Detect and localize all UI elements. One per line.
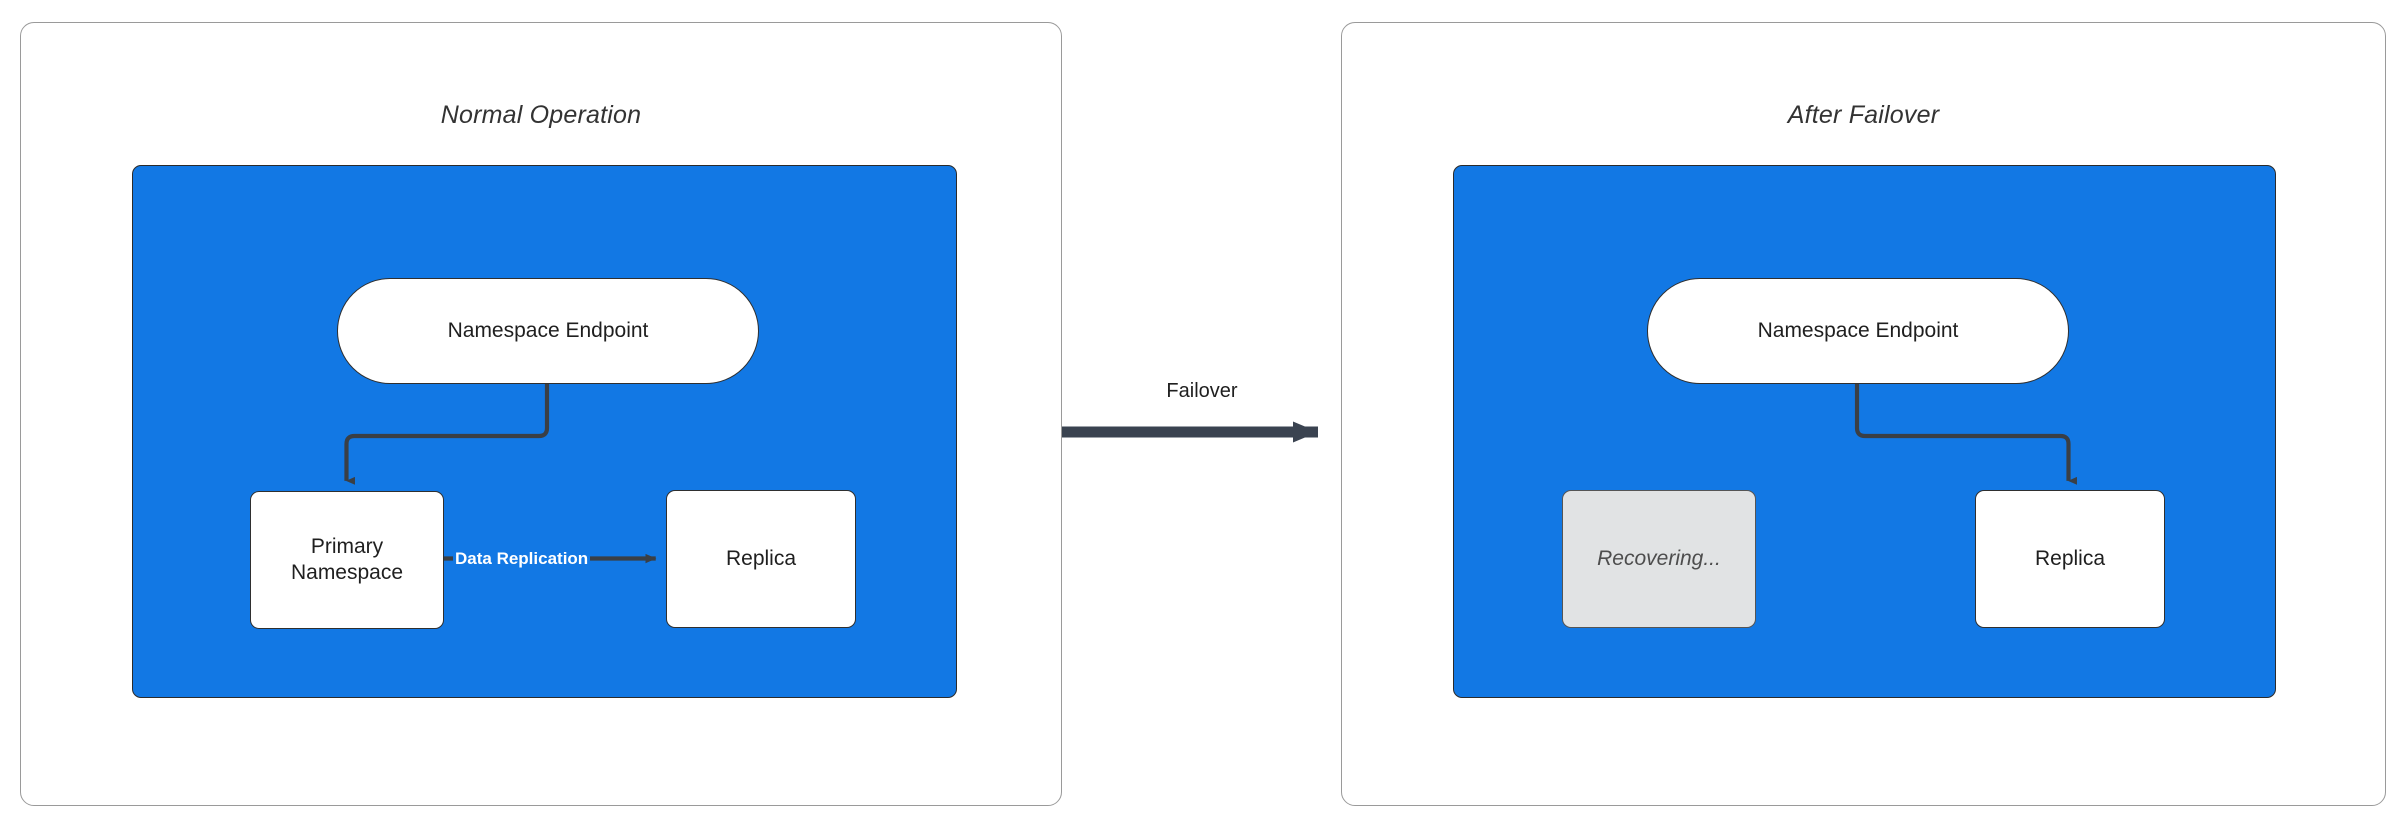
blue-region-after-failover: Namespace Endpoint Recovering... Replica [1453, 165, 2276, 698]
node-replica-right[interactable]: Replica [1975, 490, 2165, 628]
node-replica-left[interactable]: Replica [666, 490, 856, 628]
edge-endpoint-to-primary [344, 383, 550, 485]
edge-label-data-replication: Data Replication [453, 549, 591, 569]
node-label: Namespace Endpoint [1757, 319, 1959, 343]
node-label: Replica [725, 547, 797, 571]
panel-normal-operation: Normal Operation Namespace Endpoint [20, 22, 1062, 806]
node-label: Recovering... [1597, 547, 1721, 571]
failover-label: Failover [1166, 380, 1238, 402]
failover-transition: Failover [1062, 380, 1342, 500]
node-label: Primary Namespace [291, 534, 403, 585]
node-namespace-endpoint-left[interactable]: Namespace Endpoint [337, 278, 759, 384]
node-recovering[interactable]: Recovering... [1562, 490, 1756, 628]
panel-title-after-failover: After Failover [1787, 101, 1940, 129]
node-primary-namespace[interactable]: Primary Namespace [250, 491, 444, 629]
node-namespace-endpoint-right[interactable]: Namespace Endpoint [1647, 278, 2069, 384]
blue-region-normal-operation: Namespace Endpoint Primary Namespace Rep… [132, 165, 957, 698]
edge-endpoint-to-replica [1854, 383, 2077, 485]
node-label-line2: Namespace [290, 561, 404, 584]
failover-arrow [1062, 421, 1318, 443]
node-label-line1: Primary [310, 535, 384, 559]
node-label: Namespace Endpoint [447, 319, 649, 343]
panel-title-normal-operation: Normal Operation [440, 101, 642, 129]
node-label: Replica [2034, 547, 2106, 571]
panel-after-failover: After Failover Namespace Endpoint Recove… [1341, 22, 2386, 806]
